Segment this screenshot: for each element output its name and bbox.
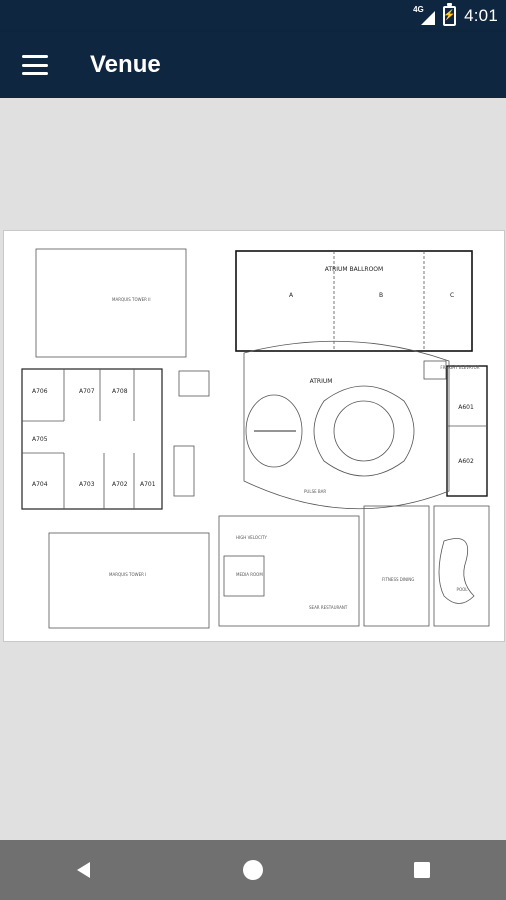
content-area: ATRIUM BALLROOM A B C ATRIUM MARQUIS TOW… (0, 98, 506, 840)
label-section-a: A (289, 292, 294, 299)
label-room-a704: A704 (32, 481, 48, 488)
label-section-c: C (450, 292, 454, 299)
label-room-a708: A708 (112, 388, 128, 395)
label-atrium-ballroom: ATRIUM BALLROOM (325, 266, 383, 273)
label-room-a707: A707 (79, 388, 95, 395)
back-triangle-icon[interactable] (44, 840, 124, 900)
label-media-room: MEDIA ROOM (236, 572, 263, 577)
status-bar: 4G ⚡ 4:01 (0, 0, 506, 32)
label-high-velocity: HIGH VELOCITY (236, 535, 267, 540)
label-freight-elevator: FREIGHT ELEVATOR (440, 365, 479, 370)
label-pool: POOL (457, 587, 469, 592)
label-room-a701: A701 (140, 481, 156, 488)
hamburger-menu-icon[interactable] (0, 32, 70, 98)
venue-floor-map[interactable]: ATRIUM BALLROOM A B C ATRIUM MARQUIS TOW… (3, 230, 505, 642)
app-bar: Venue (0, 32, 506, 98)
recents-square-icon[interactable] (382, 840, 462, 900)
atrium-ballroom-area (235, 250, 473, 352)
signal-icon: 4G (413, 5, 436, 25)
label-pulse-bar: PULSE BAR (304, 489, 326, 494)
label-room-a602: A602 (458, 458, 474, 465)
system-nav-bar (0, 840, 506, 900)
clock: 4:01 (464, 6, 498, 25)
label-room-a705: A705 (32, 436, 48, 443)
status-icons: 4G ⚡ 4:01 (413, 0, 498, 32)
battery-icon: ⚡ (443, 3, 457, 26)
label-room-a706: A706 (32, 388, 48, 395)
label-section-b: B (379, 292, 383, 299)
marquis-tower-ii-area (35, 248, 187, 358)
label-marquis-tower-ii: MARQUIS TOWER II (112, 297, 151, 302)
network-type: 4G (413, 5, 424, 14)
label-marquis-tower-i: MARQUIS TOWER I (109, 572, 146, 577)
label-atrium: ATRIUM (310, 378, 333, 385)
label-room-a702: A702 (112, 481, 128, 488)
home-circle-icon[interactable] (213, 840, 293, 900)
label-room-a703: A703 (79, 481, 95, 488)
label-sear-restaurant: SEAR RESTAURANT (309, 605, 348, 610)
label-room-a601: A601 (458, 404, 474, 411)
page-title: Venue (90, 51, 161, 78)
floor-map-drawing: ATRIUM BALLROOM A B C ATRIUM MARQUIS TOW… (21, 248, 490, 629)
label-fitness-dining: FITNESS DINING (382, 577, 414, 582)
marquis-tower-i-area (48, 532, 210, 629)
